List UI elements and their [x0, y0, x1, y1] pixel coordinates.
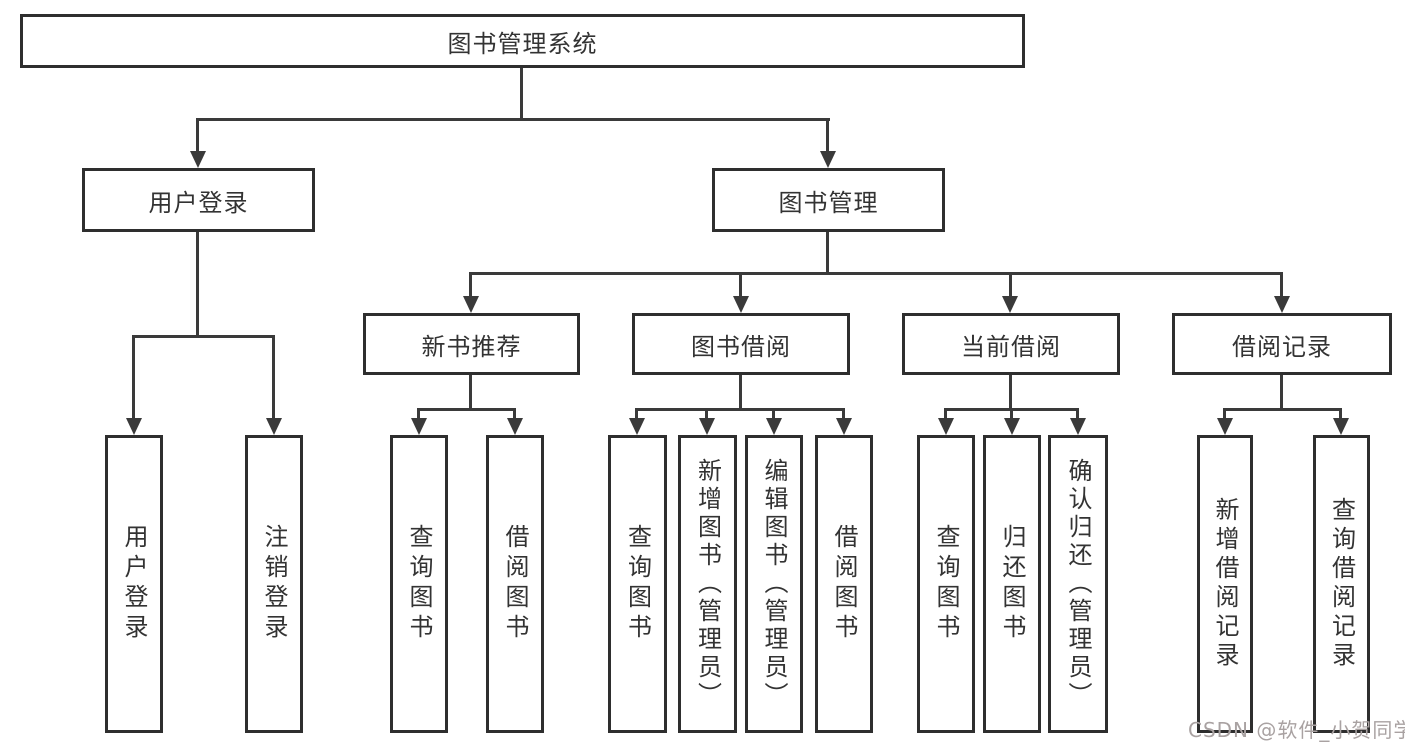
node-current-borrow-label: 当前借阅 [961, 332, 1061, 361]
leaf-add-borrow-record-label: 新增借阅记录 [1211, 497, 1239, 671]
connector-user-login-bar [132, 335, 274, 338]
arrow-to-new-book-icon [463, 296, 479, 313]
connector-g1-leaf2-stem [513, 408, 516, 420]
leaf-borrow-books-label: 借阅图书 [830, 524, 858, 644]
arrow-g1-leaf2-icon [507, 418, 523, 435]
arrow-to-borrow-records-icon [1274, 296, 1290, 313]
node-new-book-recommend: 新书推荐 [363, 313, 580, 375]
connector-book-borrow-bar [635, 408, 845, 411]
connector-to-borrow-records-stem [1280, 272, 1283, 299]
leaf-add-books-admin-label: 新增图书（管理员） [693, 458, 722, 710]
arrow-g3-leaf3-icon [1070, 418, 1086, 435]
leaf-query-borrow-record-label: 查询借阅记录 [1327, 497, 1356, 671]
connector-book-management-stem [826, 232, 829, 272]
leaf-query-borrow-record: 查询借阅记录 [1313, 435, 1370, 733]
leaf-query-books-borrow: 查询图书 [608, 435, 667, 733]
csdn-watermark: CSDN @软件_小贺同学 [1188, 718, 1405, 742]
connector-current-borrow-group-stem [1009, 375, 1012, 408]
connector-g1-leaf1-stem [417, 408, 420, 420]
leaf-borrow-books-recommend-label: 借阅图书 [501, 524, 529, 644]
leaf-confirm-return-admin: 确认归还（管理员） [1048, 435, 1108, 733]
leaf-borrow-books: 借阅图书 [815, 435, 873, 733]
leaf-query-books-recommend: 查询图书 [390, 435, 448, 733]
leaf-user-login-label: 用户登录 [120, 524, 148, 644]
node-current-borrow: 当前借阅 [902, 313, 1120, 375]
connector-user-login-stem [196, 232, 199, 335]
leaf-query-books-borrow-label: 查询图书 [623, 524, 652, 644]
connector-g2-leaf4-stem [842, 408, 845, 420]
arrow-to-leaf-logout-icon [266, 418, 282, 435]
connector-book-management-bar [469, 272, 1283, 275]
leaf-query-books-recommend-label: 查询图书 [405, 524, 433, 644]
connector-g2-leaf1-stem [635, 408, 638, 420]
connector-to-leaf-login-stem [132, 335, 135, 420]
connector-book-borrow-group-stem [739, 375, 742, 408]
connector-g4-leaf1-stem [1223, 408, 1226, 420]
arrow-to-user-login-icon [190, 151, 206, 168]
connector-to-leaf-logout-stem [272, 335, 275, 420]
connector-g2-leaf3-stem [772, 408, 775, 420]
connector-to-current-borrow-stem [1009, 272, 1012, 299]
arrow-to-book-management-icon [820, 151, 836, 168]
leaf-query-books-current: 查询图书 [917, 435, 975, 733]
arrow-g2-leaf3-icon [766, 418, 782, 435]
leaf-confirm-return-admin-label: 确认归还（管理员） [1064, 458, 1092, 710]
leaf-edit-books-admin: 编辑图书（管理员） [745, 435, 803, 733]
leaf-borrow-books-recommend: 借阅图书 [486, 435, 544, 733]
node-root: 图书管理系统 [20, 14, 1025, 68]
connector-new-book-bar [417, 408, 516, 411]
arrow-to-current-borrow-icon [1002, 296, 1018, 313]
leaf-add-borrow-record: 新增借阅记录 [1197, 435, 1253, 733]
node-new-book-recommend-label: 新书推荐 [421, 332, 522, 361]
connector-g3-leaf3-stem [1076, 408, 1079, 420]
node-root-label: 图书管理系统 [447, 29, 598, 58]
connector-borrow-records-bar [1223, 408, 1342, 411]
connector-g3-leaf1-stem [944, 408, 947, 420]
connector-to-user-login-stem [196, 118, 199, 154]
connector-to-book-management-stem [826, 118, 829, 154]
leaf-user-login: 用户登录 [105, 435, 163, 733]
arrow-g2-leaf1-icon [629, 418, 645, 435]
arrow-g2-leaf2-icon [699, 418, 715, 435]
connector-to-book-borrow-stem [739, 272, 742, 299]
arrow-to-book-borrow-icon [733, 296, 749, 313]
leaf-logout: 注销登录 [245, 435, 303, 733]
connector-g4-leaf2-stem [1339, 408, 1342, 420]
leaf-logout-label: 注销登录 [260, 524, 288, 644]
leaf-query-books-current-label: 查询图书 [932, 524, 960, 644]
arrow-g4-leaf2-icon [1333, 418, 1349, 435]
node-book-management-label: 图书管理 [778, 188, 879, 217]
node-book-borrow-label: 图书借阅 [691, 332, 791, 361]
node-book-borrow: 图书借阅 [632, 313, 850, 375]
connector-new-book-stem [469, 375, 472, 408]
arrow-g4-leaf1-icon [1217, 418, 1233, 435]
connector-g3-leaf2-stem [1010, 408, 1013, 420]
node-user-login: 用户登录 [82, 168, 315, 232]
arrow-g3-leaf1-icon [938, 418, 954, 435]
node-user-login-label: 用户登录 [148, 188, 249, 217]
arrow-to-leaf-login-icon [126, 418, 142, 435]
node-borrow-records-label: 借阅记录 [1232, 332, 1332, 361]
connector-root-bar [197, 118, 830, 121]
node-book-management: 图书管理 [712, 168, 945, 232]
leaf-return-books-label: 归还图书 [998, 524, 1026, 644]
connector-root-stem [520, 68, 523, 118]
leaf-edit-books-admin-label: 编辑图书（管理员） [760, 458, 788, 710]
arrow-g2-leaf4-icon [836, 418, 852, 435]
leaf-return-books: 归还图书 [983, 435, 1041, 733]
arrow-g1-leaf1-icon [411, 418, 427, 435]
node-borrow-records: 借阅记录 [1172, 313, 1392, 375]
arrow-g3-leaf2-icon [1004, 418, 1020, 435]
connector-borrow-records-group-stem [1280, 375, 1283, 408]
connector-g2-leaf2-stem [705, 408, 708, 420]
connector-to-new-book-stem [469, 272, 472, 299]
leaf-add-books-admin: 新增图书（管理员） [678, 435, 737, 733]
